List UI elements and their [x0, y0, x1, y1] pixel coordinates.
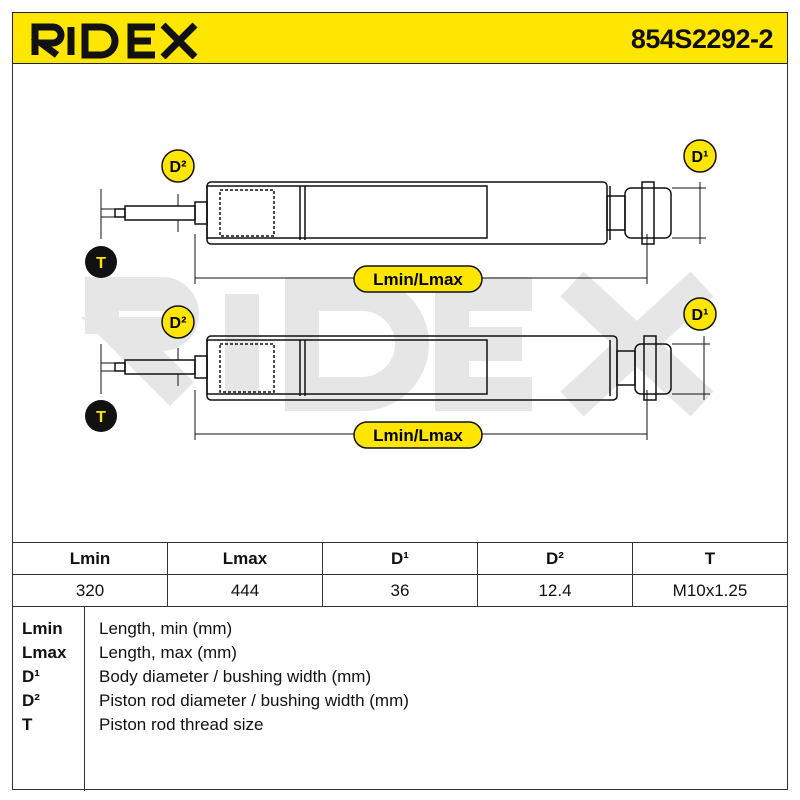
- legend-desc: Length, max (mm): [99, 643, 237, 662]
- callout-t-top: T: [85, 246, 117, 278]
- callout-t-bottom: T: [85, 400, 117, 432]
- content-frame: [12, 64, 788, 790]
- legend-item: D² Piston rod diameter / bushing width (…: [12, 691, 788, 715]
- legend-key: D²: [22, 691, 40, 710]
- technical-drawing: D² T D¹ Lmin/Lmax D² T D¹ Lmin/Lmax: [80, 139, 717, 449]
- part-number: 854S2292-2: [630, 24, 774, 54]
- value-t: M10x1.25: [632, 574, 788, 607]
- legend-item: D¹ Body diameter / bushing width (mm): [12, 667, 788, 691]
- callout-d1-bottom: D¹: [683, 297, 717, 331]
- ridex-watermark: [80, 271, 714, 417]
- legend-divider: [84, 607, 85, 791]
- svg-text:D²: D²: [170, 315, 187, 332]
- value-lmax: 444: [167, 574, 323, 607]
- svg-text:D¹: D¹: [692, 149, 709, 166]
- legend-item: Lmax Length, max (mm): [12, 643, 788, 667]
- legend-desc: Length, min (mm): [99, 619, 233, 638]
- callout-d2-bottom: D²: [161, 305, 195, 339]
- value-lmin: 320: [12, 574, 168, 607]
- legend-key: T: [22, 715, 33, 734]
- legend: Lmin Length, min (mm) Lmax Length, max (…: [12, 606, 788, 791]
- spec-table-header-row: Lmin Lmax D¹ D² T: [12, 542, 788, 575]
- callout-d2-top: D²: [161, 149, 195, 183]
- svg-text:D¹: D¹: [692, 307, 709, 324]
- legend-desc: Piston rod diameter / bushing width (mm): [99, 691, 409, 710]
- legend-item: Lmin Length, min (mm): [12, 619, 788, 643]
- legend-item: T Piston rod thread size: [12, 715, 788, 739]
- spec-table-value-row: 320 444 36 12.4 M10x1.25: [12, 574, 788, 607]
- svg-text:Lmin/Lmax: Lmin/Lmax: [373, 426, 463, 445]
- header-d2: D²: [477, 542, 633, 575]
- header-t: T: [632, 542, 788, 575]
- svg-text:Lmin/Lmax: Lmin/Lmax: [373, 270, 463, 289]
- legend-desc: Piston rod thread size: [99, 715, 264, 734]
- svg-text:T: T: [96, 409, 106, 426]
- legend-key: Lmax: [22, 643, 67, 662]
- value-d1: 36: [322, 574, 478, 607]
- header-d1: D¹: [322, 542, 478, 575]
- legend-desc: Body diameter / bushing width (mm): [99, 667, 372, 686]
- callout-d1-top: D¹: [683, 139, 717, 173]
- header-lmin: Lmin: [12, 542, 168, 575]
- svg-text:D²: D²: [170, 159, 187, 176]
- header-bar: 854S2292-2: [12, 12, 788, 64]
- shock-absorber-top: [114, 181, 672, 245]
- header-lmax: Lmax: [167, 542, 323, 575]
- svg-text:T: T: [96, 255, 106, 272]
- value-d2: 12.4: [477, 574, 633, 607]
- spec-table: Lmin Lmax D¹ D² T 320 444 36 12.4 M10x1.…: [12, 542, 788, 607]
- legend-key: Lmin: [22, 619, 63, 638]
- shock-absorber-bottom: [114, 335, 672, 401]
- ridex-logo: [31, 22, 198, 59]
- legend-key: D¹: [22, 667, 40, 686]
- callout-length-bottom: Lmin/Lmax: [353, 421, 483, 449]
- callout-length-top: Lmin/Lmax: [353, 265, 483, 293]
